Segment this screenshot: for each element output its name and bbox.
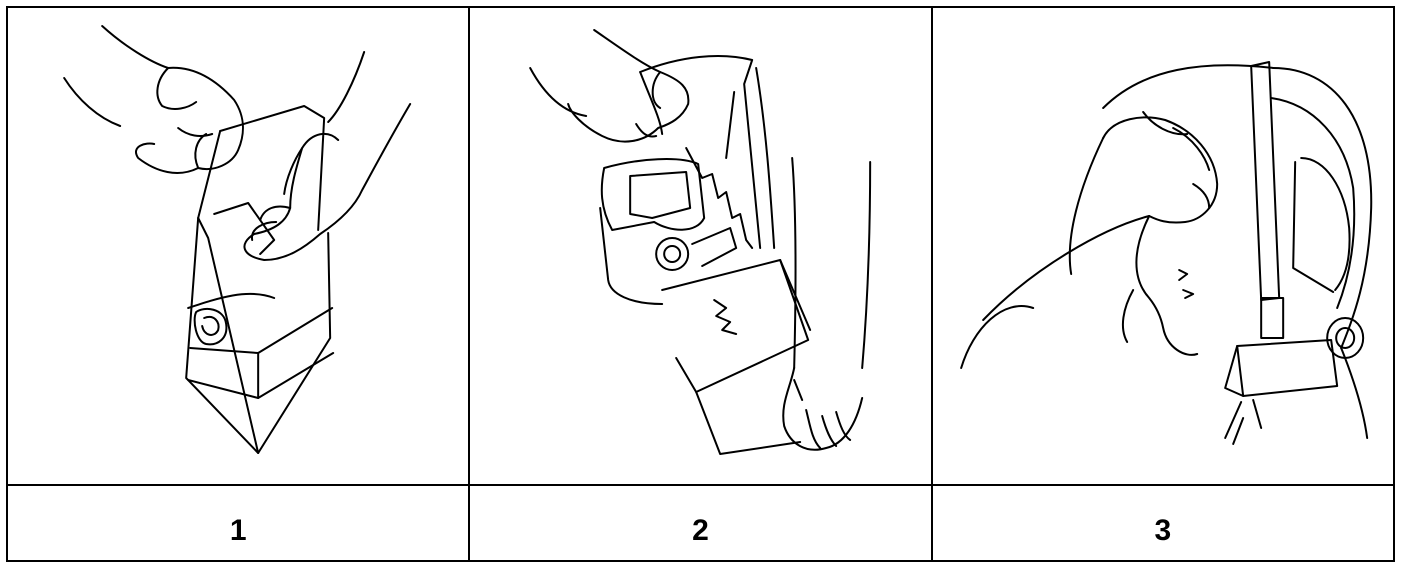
step-3-number-cell: 3: [932, 485, 1394, 561]
step-number: 2: [692, 514, 709, 548]
remove-hood-illustration: [470, 8, 930, 484]
step-2-illustration-cell: [469, 7, 931, 485]
step-1-number-cell: 1: [7, 485, 469, 561]
step-1-illustration-cell: [7, 7, 469, 485]
instruction-grid: 1 2 3: [6, 6, 1395, 562]
step-3-illustration-cell: [932, 7, 1394, 485]
don-hood-illustration: [933, 8, 1393, 484]
step-number: 1: [230, 514, 247, 548]
step-2-number-cell: 2: [469, 485, 931, 561]
tear-open-bag-illustration: [8, 8, 468, 484]
step-number: 3: [1154, 514, 1171, 548]
